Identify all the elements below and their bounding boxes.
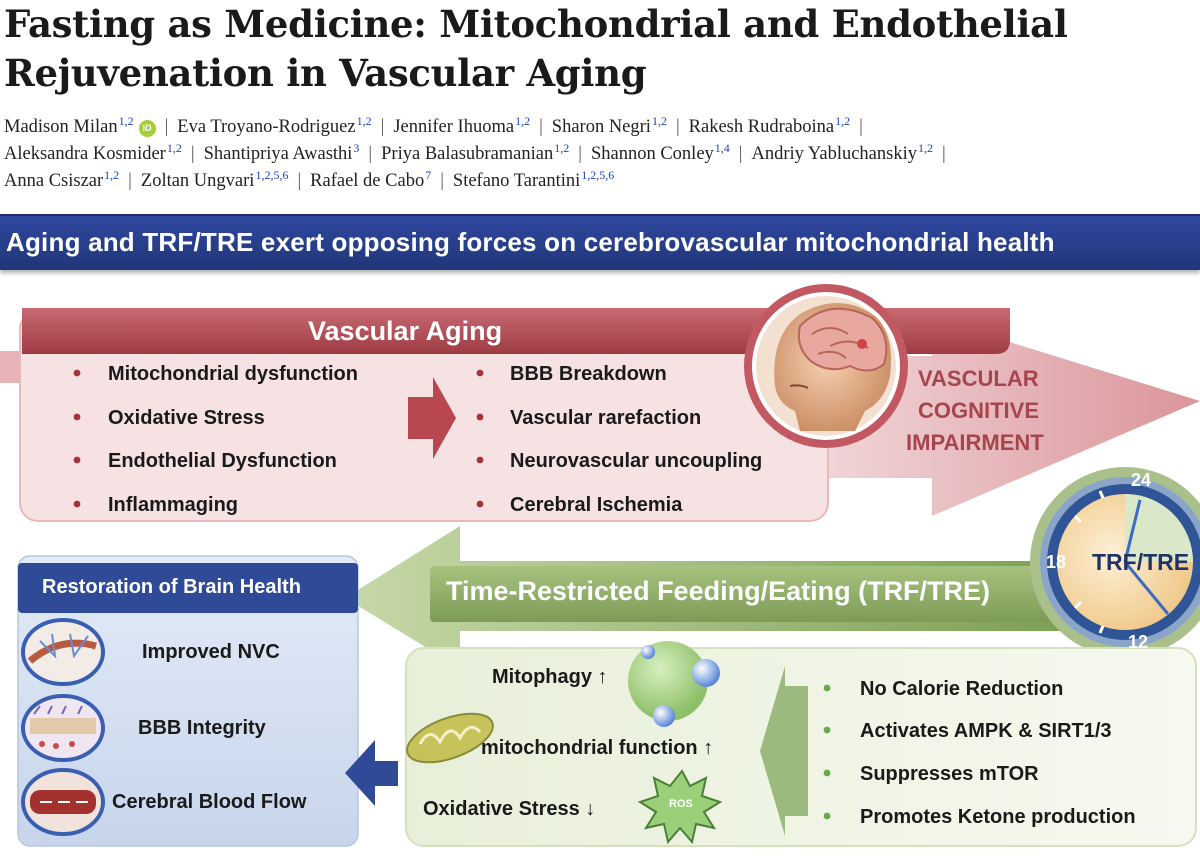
affiliation-superscript: 1,2	[554, 141, 570, 155]
feature-arrow	[760, 666, 808, 836]
author-name[interactable]: Rakesh Rudraboina1,2	[688, 114, 851, 137]
author-name[interactable]: Zoltan Ungvari1,2,5,6	[140, 168, 289, 191]
bullet	[476, 500, 484, 508]
author-name[interactable]: Rafael de Cabo7	[310, 168, 432, 191]
restoration-item: Improved NVC	[142, 641, 280, 663]
aging-effect: Neurovascular uncoupling	[510, 450, 763, 472]
trf-feature: Activates AMPK & SIRT1/3	[860, 720, 1112, 742]
affiliation-superscript: 7	[425, 168, 432, 182]
bullet	[476, 413, 484, 421]
bullet	[823, 684, 831, 692]
mechanism-text: Mitophagy ↑	[492, 666, 608, 688]
graphical-abstract: Aging and TRF/TRE exert opposing forces …	[0, 214, 1200, 858]
paper-title: Fasting as Medicine: Mitochondrial and E…	[4, 2, 1068, 95]
author-name[interactable]: Anna Csiszar1,2	[4, 168, 120, 191]
trf-title: Time-Restricted Feeding/Eating (TRF/TRE)	[446, 576, 991, 606]
affiliation-superscript: 1,2	[118, 114, 134, 128]
affiliation-superscript: 1,2	[835, 114, 851, 128]
restoration-title-bar	[18, 563, 358, 613]
bullet	[73, 413, 81, 421]
author-name[interactable]: Sharon Negri1,2	[551, 114, 667, 137]
vascular-aging-title: Vascular Aging	[308, 316, 503, 346]
outcome-line: COGNITIVE	[918, 398, 1040, 423]
aging-effect: Cerebral Ischemia	[510, 494, 683, 516]
affiliation-superscript: 1,2,5,6	[581, 168, 615, 182]
mitochondria-icon	[406, 712, 494, 764]
trf-feature: No Calorie Reduction	[860, 678, 1064, 700]
bullet	[73, 369, 81, 377]
aging-effect: Vascular rarefaction	[510, 407, 702, 429]
bullet	[476, 456, 484, 464]
ros-label: ROS	[669, 798, 693, 810]
affiliation-superscript: 1,2	[918, 141, 933, 155]
bullet	[823, 769, 831, 777]
outcome-line: VASCULAR	[918, 366, 1039, 391]
mechanism-text: Oxidative Stress ↓	[423, 798, 596, 820]
trf-feature: Promotes Ketone production	[860, 806, 1136, 828]
aging-effect: BBB Breakdown	[510, 363, 667, 385]
author-name[interactable]: Shannon Conley1,4	[590, 141, 730, 164]
affiliation-superscript: 3	[353, 141, 360, 155]
ros-burst-icon	[637, 769, 723, 845]
trf-feature: Suppresses mTOR	[860, 763, 1039, 785]
restoration-arrow	[345, 740, 398, 806]
restoration-item: BBB Integrity	[138, 717, 266, 739]
clock-number: 12	[1128, 632, 1149, 652]
figure-shapes	[0, 284, 1200, 847]
aging-cause: Oxidative Stress	[108, 407, 265, 429]
author-name[interactable]: Shantipriya Awasthi3	[203, 141, 360, 164]
affiliation-superscript: 1,2	[104, 168, 120, 182]
bbb-illustration	[21, 694, 105, 762]
author-name[interactable]: Andriy Yabluchanskiy1,2	[751, 141, 933, 164]
clock-label: TRF/TRE	[1092, 549, 1190, 575]
affiliation-superscript: 1,2	[356, 114, 372, 128]
affiliation-superscript: 1,2	[166, 141, 182, 155]
author-name[interactable]: Priya Balasubramanian1,2	[381, 141, 570, 164]
author-name[interactable]: Stefano Tarantini1,2,5,6	[452, 168, 615, 191]
mechanism-text: mitochondrial function ↑	[481, 737, 714, 759]
author-name[interactable]: Eva Troyano-Rodriguez1,2	[177, 114, 372, 137]
restoration-panel	[17, 555, 359, 847]
orcid-icon[interactable]: iD	[138, 120, 156, 137]
affiliation-superscript: 1,2	[651, 114, 667, 128]
restoration-title: Restoration of Brain Health	[42, 576, 301, 598]
author-name[interactable]: Jennifer Ihuoma1,2	[393, 114, 531, 137]
clock-number: 24	[1131, 470, 1152, 490]
restoration-item: Cerebral Blood Flow	[112, 791, 307, 813]
aging-cause: Inflammaging	[108, 494, 239, 516]
trf-title-bar	[430, 566, 1060, 622]
bullet	[476, 369, 484, 377]
bullet	[73, 500, 81, 508]
aging-center-arrow	[408, 377, 456, 459]
figure-header: Aging and TRF/TRE exert opposing forces …	[0, 216, 1200, 270]
outcome-line: IMPAIRMENT	[906, 430, 1044, 455]
blood-flow-illustration	[21, 768, 105, 836]
author-name[interactable]: Aleksandra Kosmider1,2	[4, 141, 182, 164]
affiliation-superscript: 1,2,5,6	[255, 168, 289, 182]
affiliation-superscript: 1,2	[515, 114, 531, 128]
clock-number: 18	[1046, 552, 1067, 572]
bullet	[73, 456, 81, 464]
bullet	[823, 812, 831, 820]
bullet	[823, 726, 831, 734]
figure-header-text: Aging and TRF/TRE exert opposing forces …	[6, 227, 1055, 257]
aging-head-illustration	[744, 284, 908, 448]
mitophagy-bubbles	[628, 641, 720, 727]
nvc-illustration	[21, 618, 105, 686]
aging-cause: Mitochondrial dysfunction	[108, 363, 358, 385]
affiliation-superscript: 1,4	[714, 141, 730, 155]
aging-cause: Endothelial Dysfunction	[108, 450, 337, 472]
